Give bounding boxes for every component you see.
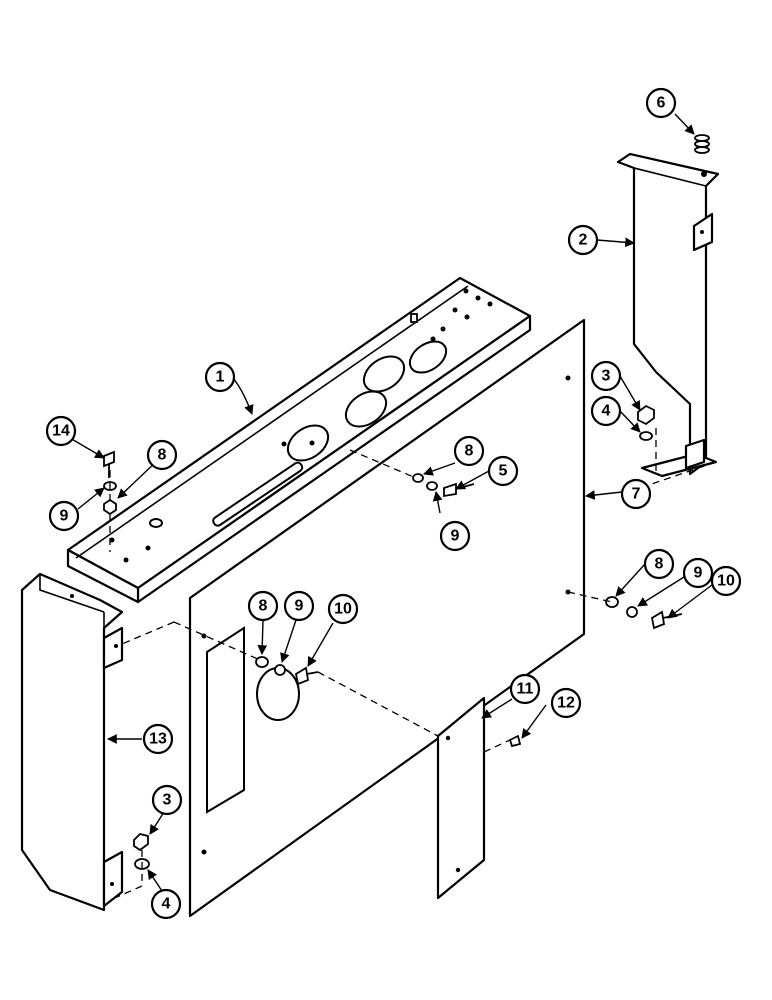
callout-13: 13	[142, 723, 174, 755]
callout-2: 2	[567, 224, 599, 256]
leader-lines	[69, 113, 713, 895]
svg-text:13: 13	[149, 731, 167, 748]
svg-text:8: 8	[158, 447, 167, 464]
svg-text:8: 8	[259, 598, 268, 615]
callout-8-right: 8	[643, 548, 675, 580]
callout-10-right: 10	[710, 565, 742, 597]
callout-9-center: 9	[439, 520, 471, 552]
washer-9-center-icon	[426, 481, 438, 491]
callout-9-left: 9	[283, 590, 315, 622]
svg-text:5: 5	[499, 463, 508, 480]
svg-text:14: 14	[52, 423, 70, 440]
svg-text:11: 11	[517, 681, 534, 698]
svg-text:8: 8	[465, 443, 474, 460]
washer-8-left-icon	[255, 656, 269, 668]
bolt-10-right-icon	[650, 610, 683, 630]
svg-text:9: 9	[60, 508, 69, 525]
washer-9-right-icon	[626, 606, 638, 618]
svg-text:7: 7	[632, 486, 641, 503]
cover-plate-part	[436, 696, 486, 900]
svg-text:9: 9	[295, 598, 304, 615]
callout-3-bottom: 3	[151, 784, 183, 816]
left-end-bracket-part	[20, 572, 124, 912]
callout-8-center: 8	[453, 435, 485, 467]
spring-6-icon	[694, 134, 710, 154]
top-channel-part	[66, 276, 532, 604]
svg-text:10: 10	[717, 573, 735, 590]
washer-8-center-icon	[412, 473, 424, 483]
callout-11: 11	[509, 673, 541, 705]
callout-9-top: 9	[48, 500, 80, 532]
svg-text:4: 4	[602, 403, 611, 420]
svg-text:9: 9	[451, 528, 460, 545]
svg-text:12: 12	[557, 695, 575, 712]
svg-text:6: 6	[657, 95, 666, 112]
callout-7: 7	[620, 478, 652, 510]
svg-text:4: 4	[162, 896, 171, 913]
callout-10-left: 10	[327, 593, 359, 625]
svg-text:3: 3	[602, 368, 611, 385]
callout-3-right: 3	[590, 360, 622, 392]
callout-5: 5	[487, 455, 519, 487]
callout-12: 12	[550, 687, 582, 719]
svg-text:3: 3	[163, 792, 172, 809]
nut-3-bottom-icon	[133, 833, 149, 852]
svg-text:2: 2	[579, 232, 588, 249]
bolt-14-icon	[103, 450, 115, 478]
callout-9-right: 9	[682, 557, 714, 589]
screw-12-icon	[508, 734, 522, 748]
callout-4-right: 4	[590, 395, 622, 427]
right-bracket-part	[616, 152, 720, 478]
nut-3-right-icon	[637, 404, 655, 426]
callout-1: 1	[204, 361, 236, 393]
svg-text:9: 9	[694, 565, 703, 582]
callout-14: 14	[45, 415, 77, 447]
washer-4-right-icon	[639, 431, 653, 441]
nut-8-top-icon	[103, 498, 117, 516]
svg-text:8: 8	[655, 556, 664, 573]
main-panel-part	[188, 318, 586, 918]
svg-text:10: 10	[334, 601, 352, 618]
washer-9-left-icon	[274, 664, 286, 676]
svg-text:1: 1	[216, 369, 225, 386]
callout-4-bottom: 4	[150, 888, 182, 920]
callout-8-left: 8	[247, 590, 279, 622]
bolt-10-left-icon	[294, 666, 319, 686]
assembly-lines	[109, 428, 717, 901]
callout-8-top: 8	[146, 439, 178, 471]
washer-8-right-icon	[605, 596, 619, 608]
callout-6: 6	[645, 87, 677, 119]
